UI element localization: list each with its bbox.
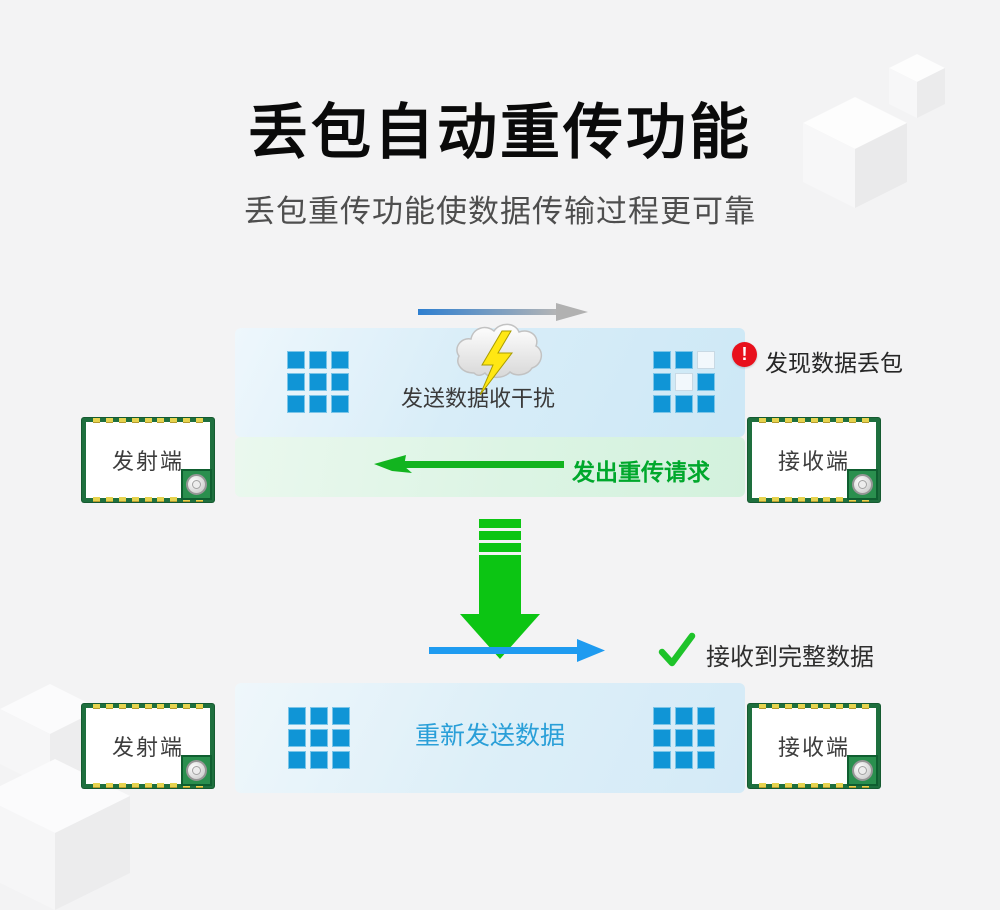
data-block [653,395,671,413]
large-cube-icon [0,759,130,910]
sender-data-grid [287,351,349,413]
packet-loss-label: 发现数据丢包 [765,350,903,376]
data-block [697,707,715,725]
page-title: 丢包自动重传功能 [248,99,752,166]
retry-request-label: 发出重传请求 [572,459,710,485]
transmitter-module: 发射端 [82,418,214,502]
interference-cloud-icon [456,323,543,396]
data-block [697,729,715,747]
data-block [331,395,349,413]
receiver-label: 接收端 [777,735,850,760]
receiver-data-grid [653,351,715,413]
interference-label: 发送数据收干扰 [400,386,555,411]
data-block [697,395,715,413]
resend-arrow-icon [429,639,605,662]
antenna-connector-icon [847,755,878,786]
data-block [332,751,350,769]
data-block [288,707,306,725]
data-block [309,395,327,413]
transmitter-label: 发射端 [111,735,184,760]
data-block [332,729,350,747]
cube-decoration-bottom-left [0,684,130,910]
antenna-connector-icon [847,469,878,500]
data-block [675,729,693,747]
data-block [675,395,693,413]
transmitter-module: 发射端 [82,704,214,788]
receiver-module: 接收端 [748,704,880,788]
data-block [675,707,693,725]
antenna-connector-icon [181,469,212,500]
data-block [287,395,305,413]
error-badge exclamation-icon: ! [732,342,757,367]
receiver-label: 接收端 [777,449,850,474]
data-block [331,351,349,369]
data-block [331,373,349,391]
transmitter-label: 发射端 [111,449,184,474]
module-pads [93,704,203,709]
data-block [653,751,671,769]
check-icon [658,632,696,667]
lost-data-block [675,373,693,391]
data-block [697,373,715,391]
data-block [310,707,328,725]
data-block [332,707,350,725]
receiver-module: 接收端 [748,418,880,502]
sender-data-grid [288,707,350,769]
large-cube-icon [803,97,907,208]
data-block [653,373,671,391]
retry-arrow-icon [374,455,564,473]
data-block [653,707,671,725]
resend-label: 重新发送数据 [414,722,565,750]
data-block [310,729,328,747]
data-block [288,729,306,747]
transmit-arrow-icon [418,303,588,321]
data-block [697,751,715,769]
data-block [653,351,671,369]
data-block [287,351,305,369]
receiver-data-grid [653,707,715,769]
complete-data-label: 接收到完整数据 [706,644,874,671]
page-subtitle: 丢包重传功能使数据传输过程更可靠 [244,194,756,229]
module-pads [759,418,869,423]
data-block [309,373,327,391]
data-block [288,751,306,769]
cube-decoration-top-right [803,54,945,208]
down-arrow-icon [460,519,540,659]
data-block [653,729,671,747]
small-cube-icon [889,54,945,118]
lost-data-block [697,351,715,369]
lightning-icon [479,330,514,396]
data-block [309,351,327,369]
data-block [675,351,693,369]
data-block [287,373,305,391]
data-block [675,751,693,769]
module-pads [93,418,203,423]
module-pads [759,704,869,709]
data-block [310,751,328,769]
antenna-connector-icon [181,755,212,786]
